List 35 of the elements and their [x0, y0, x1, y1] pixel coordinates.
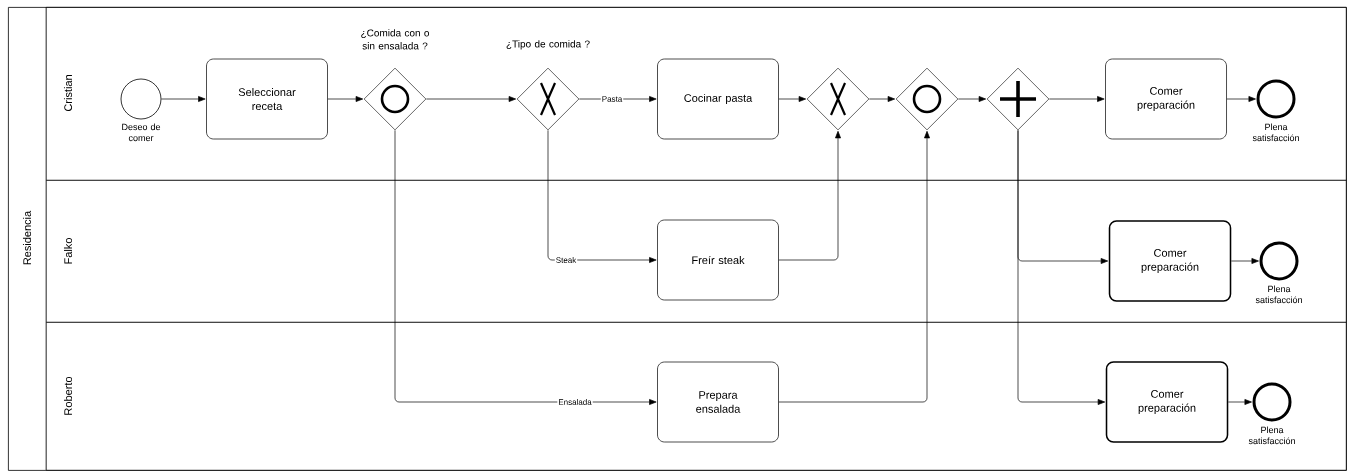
- task-box: Cocinar pasta: [657, 58, 779, 140]
- event-label: Deseo de comer: [122, 123, 161, 142]
- arrow: [547, 129, 657, 263]
- event-label: Plena satisfacción: [1248, 426, 1295, 445]
- arrow: [778, 130, 930, 403]
- arrow: [778, 130, 841, 261]
- edge-label: Steak: [554, 256, 578, 264]
- arrow: [1017, 129, 1106, 405]
- task-box: Freír steak: [657, 219, 779, 301]
- task-box: Comer preparación: [1105, 361, 1229, 443]
- task-box: Comer preparación: [1108, 220, 1232, 302]
- arrow: [578, 96, 657, 102]
- arrow: [1048, 96, 1105, 102]
- arrow: [161, 96, 206, 102]
- edge-label: Pasta: [600, 95, 624, 103]
- gateway-diamond: [986, 67, 1050, 131]
- arrow: [394, 129, 657, 405]
- arrow: [957, 96, 987, 102]
- task-box: Prepara ensalada: [657, 361, 779, 443]
- arrow: [1226, 96, 1256, 102]
- arrow: [1227, 399, 1252, 405]
- arrow: [1230, 258, 1259, 264]
- edge-label: Ensalada: [557, 398, 593, 406]
- gateway-diamond: [806, 67, 870, 131]
- arrow: [327, 96, 364, 102]
- event-label: Plena satisfacción: [1252, 123, 1299, 142]
- task-box: Seleccionar receta: [206, 58, 328, 140]
- event-label: Plena satisfacción: [1255, 285, 1302, 304]
- gateway-question: ¿Tipo de comida ?: [506, 40, 590, 50]
- gateway-diamond: [895, 67, 959, 131]
- arrow: [868, 96, 896, 102]
- arrow: [425, 96, 517, 102]
- gateway-question: ¿Comida con o sin ensalada ?: [361, 29, 430, 50]
- task-box: Comer preparación: [1105, 58, 1227, 140]
- arrow: [778, 96, 807, 102]
